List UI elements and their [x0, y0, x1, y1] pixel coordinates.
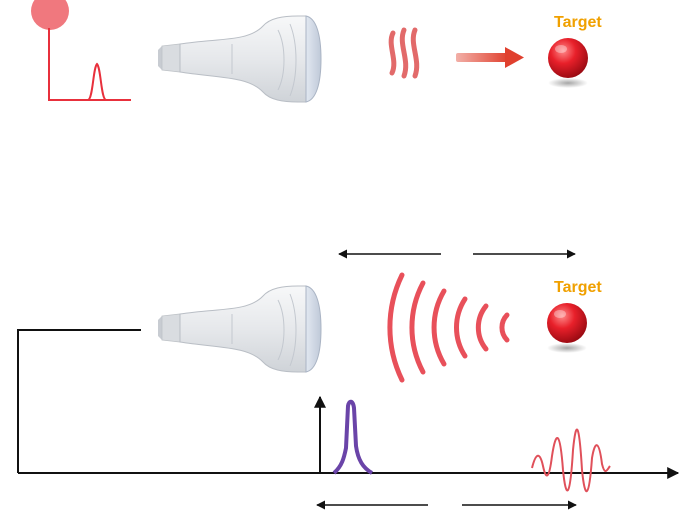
ultrasound-probe-icon-top	[158, 15, 322, 103]
echo-waveform	[531, 428, 611, 493]
target-label-top: Target	[554, 14, 602, 31]
transmitter-icon	[31, 0, 131, 101]
transmit-pulse	[332, 399, 374, 475]
propagation-arrow	[456, 47, 524, 68]
probe-cable	[17, 329, 141, 473]
ultrasound-probe-icon-bottom	[158, 285, 322, 373]
wave-packet-icon	[388, 27, 420, 79]
target-sphere-icon-bottom	[547, 303, 587, 353]
target-sphere-icon-top	[548, 38, 588, 88]
target-label-bottom: Target	[554, 279, 602, 296]
wavefront-arcs	[387, 272, 510, 383]
